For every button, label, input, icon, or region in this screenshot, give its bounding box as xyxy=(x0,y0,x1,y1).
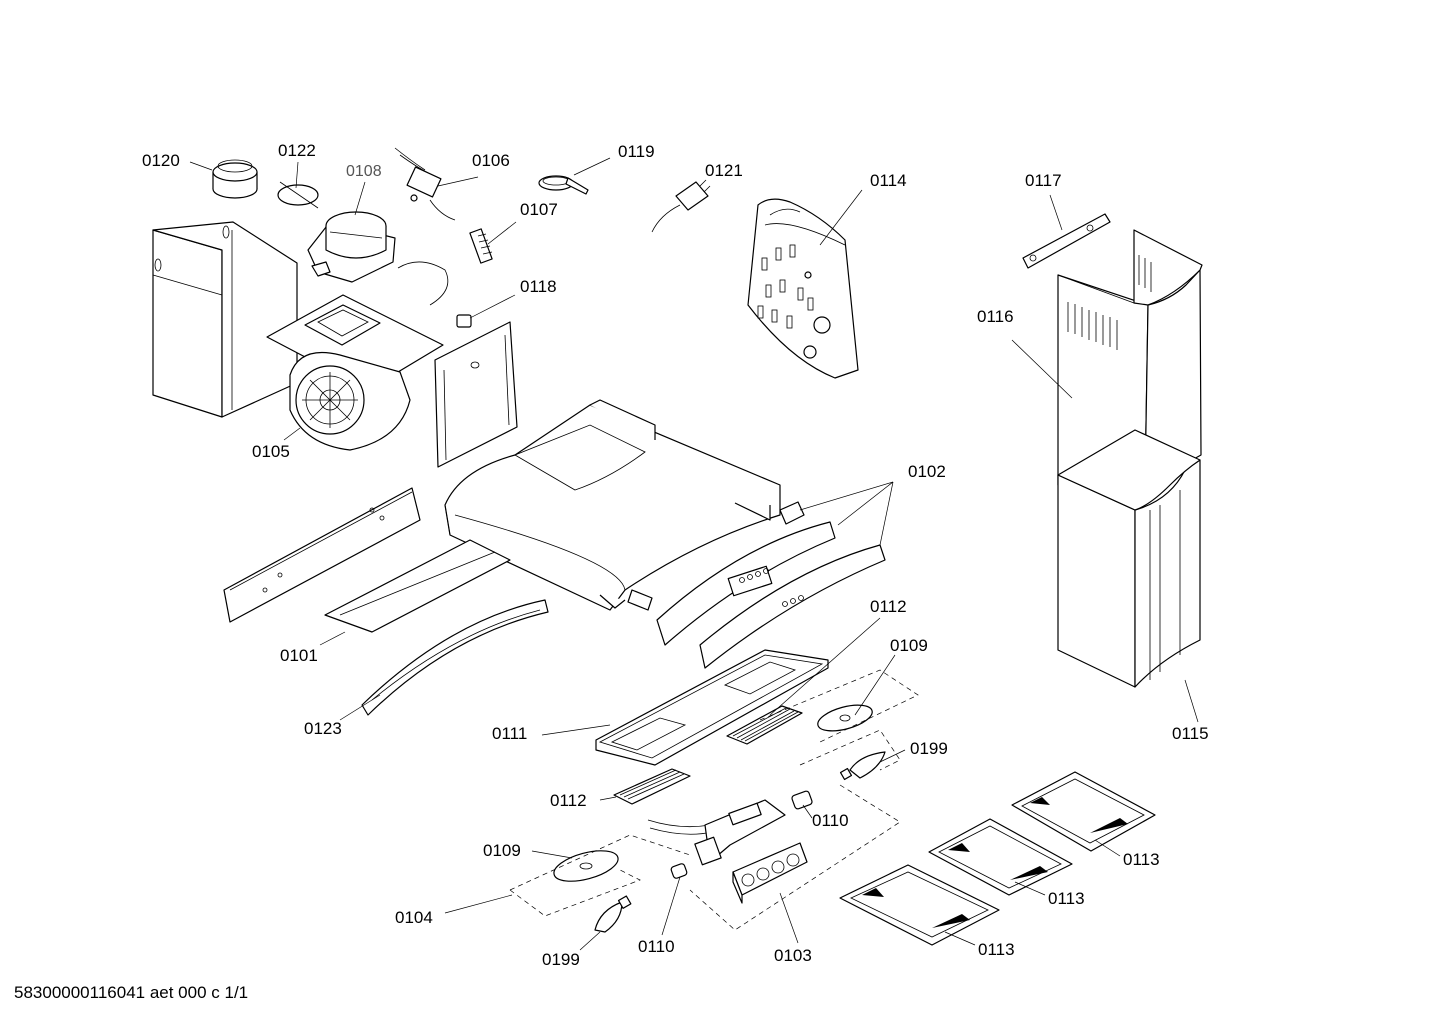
part-0118-clip xyxy=(456,314,472,328)
part-0105-blower xyxy=(289,351,411,451)
label-0106: 0106 xyxy=(472,151,510,170)
part-housing-back-panel xyxy=(152,221,298,418)
label-0110-upper: 0110 xyxy=(812,811,849,830)
assembly-outline-lower xyxy=(509,834,691,917)
part-0108-outlet-adaptor xyxy=(307,211,396,283)
label-0199-lower: 0199 xyxy=(542,950,580,969)
label-0104: 0104 xyxy=(395,908,433,927)
label-0109-upper: 0109 xyxy=(890,636,928,655)
part-0116-upper-chimney xyxy=(1057,229,1203,487)
label-0120: 0120 xyxy=(142,151,180,170)
label-0107: 0107 xyxy=(520,200,558,219)
label-0118: 0118 xyxy=(520,277,557,296)
part-motor-plate xyxy=(266,261,449,391)
part-0120-duct-ring xyxy=(212,159,258,199)
label-0112-lower: 0112 xyxy=(550,791,587,810)
label-0122: 0122 xyxy=(278,141,316,160)
label-0113-b: 0113 xyxy=(1048,889,1085,908)
part-0109-lamp-cover-lower xyxy=(553,850,619,882)
label-0119: 0119 xyxy=(618,142,655,161)
label-0199-upper: 0199 xyxy=(910,739,948,758)
label-0117: 0117 xyxy=(1025,171,1062,190)
part-0112-grille-upper xyxy=(726,705,803,745)
part-0113-filter-c xyxy=(839,864,1000,946)
part-0109-lamp-cover-upper xyxy=(817,704,873,732)
part-0103-knob-set xyxy=(732,842,808,904)
label-0115: 0115 xyxy=(1172,724,1209,743)
label-0114: 0114 xyxy=(870,171,907,190)
part-0122-flap xyxy=(277,181,319,209)
part-0112-grille-lower xyxy=(613,768,691,805)
part-0113-filter-a xyxy=(1011,771,1156,852)
label-0116: 0116 xyxy=(977,307,1014,326)
part-0119-cable-tie xyxy=(538,175,589,195)
drawing-reference-code: 58300000116041 aet 000 c 1/1 xyxy=(14,983,248,1002)
part-0110-lamp-holder-lower xyxy=(670,863,688,879)
label-0113-c: 0113 xyxy=(978,940,1015,959)
part-0113-filter-b xyxy=(928,818,1073,896)
label-0103: 0103 xyxy=(774,946,812,965)
label-0101: 0101 xyxy=(280,646,318,665)
label-0123: 0123 xyxy=(304,719,342,738)
label-0110-lower: 0110 xyxy=(638,937,675,956)
part-0117-bracket xyxy=(1022,213,1111,269)
part-0110-lamp-holder-upper xyxy=(791,790,813,810)
part-0115-lower-chimney xyxy=(1057,429,1201,688)
label-0102: 0102 xyxy=(908,462,946,481)
part-side-panel xyxy=(434,321,518,468)
part-0121-power-plug xyxy=(651,179,711,233)
label-0109-lower: 0109 xyxy=(483,841,521,860)
part-hood-body xyxy=(444,399,781,611)
part-0102-fascia xyxy=(656,501,886,669)
label-0121: 0121 xyxy=(705,161,743,180)
part-switch-block xyxy=(647,799,786,866)
part-0114-screw-bag xyxy=(747,198,859,379)
label-0113-a: 0113 xyxy=(1123,850,1160,869)
label-0108: 0108 xyxy=(346,163,382,180)
part-0107-connector xyxy=(469,228,493,264)
label-0112-upper: 0112 xyxy=(870,597,907,616)
assembly-outline-upper xyxy=(689,669,919,931)
part-0101-rail xyxy=(223,487,511,633)
part-0106-capacitor xyxy=(394,147,456,221)
part-0123-trim xyxy=(361,599,549,716)
part-0199-bulb-lower xyxy=(594,895,632,933)
leader-lines xyxy=(189,157,1199,951)
label-0111: 0111 xyxy=(492,724,527,743)
part-0111-filter-frame xyxy=(595,649,829,766)
label-0105: 0105 xyxy=(252,442,290,461)
part-0199-bulb-upper xyxy=(839,751,886,781)
